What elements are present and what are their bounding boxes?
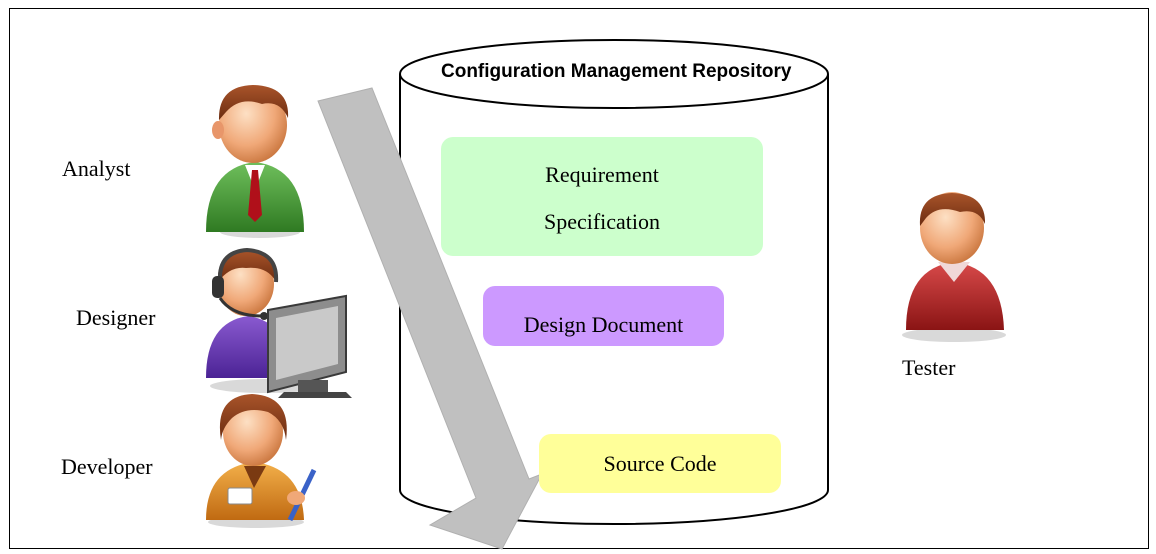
diagram-frame xyxy=(9,8,1149,549)
designer-label: Designer xyxy=(76,305,156,330)
repository-title: Configuration Management Repository xyxy=(441,61,792,82)
source-code-box: Source Code xyxy=(539,434,781,493)
tester-icon xyxy=(902,192,1006,342)
analyst-icon xyxy=(206,85,304,238)
design-document-label: Design Document xyxy=(523,312,684,337)
requirement-line-1: Requirement xyxy=(545,161,659,187)
developer-icon xyxy=(206,394,317,528)
designer-icon xyxy=(206,247,352,398)
developer-label: Developer xyxy=(61,454,153,479)
analyst-label: Analyst xyxy=(62,156,131,181)
flow-arrow xyxy=(317,87,544,550)
tester-label: Tester xyxy=(902,355,956,380)
source-code-label: Source Code xyxy=(603,450,717,476)
design-document-box: Design Document xyxy=(483,286,724,346)
requirement-specification-box: Requirement Specification xyxy=(441,137,763,256)
requirement-line-2: Specification xyxy=(543,208,661,234)
